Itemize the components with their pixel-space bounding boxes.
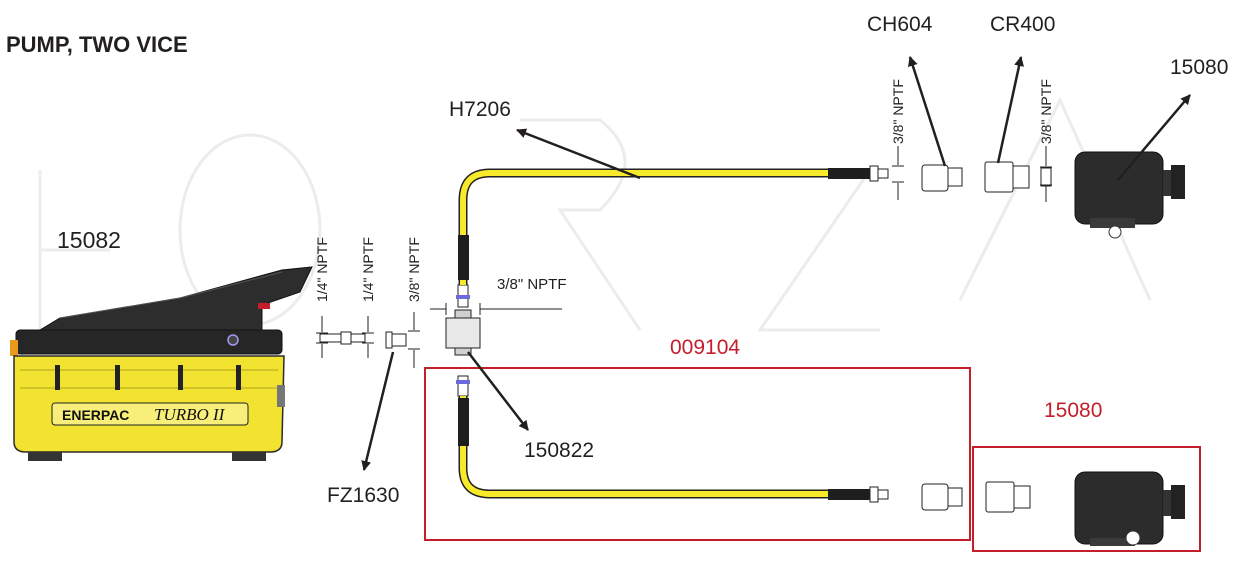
- label-fz1630: FZ1630: [327, 484, 400, 507]
- pump-model: TURBO II: [154, 405, 225, 424]
- label-pump: 15082: [57, 227, 121, 253]
- kit-box-009104: [424, 367, 971, 541]
- thread-label-three-eighths: 3/8" NPTF: [406, 237, 422, 302]
- coupler-cr400: [984, 161, 1052, 193]
- fitting-quarter-a: [319, 333, 343, 343]
- leader-arrows: [361, 56, 1191, 471]
- pump-brand: ENERPAC: [62, 407, 130, 423]
- fitting-quarter-b: [340, 331, 366, 345]
- label-ch604: CH604: [867, 13, 933, 36]
- diagram-title: PUMP, TWO VICE: [6, 32, 188, 57]
- label-tee: 150822: [524, 439, 595, 462]
- hose-h7206: [458, 165, 889, 285]
- kit-box-15080: [972, 446, 1201, 552]
- label-vice-top: 15080: [1170, 56, 1229, 79]
- thread-label-cr400: 3/8" NPTF: [1038, 79, 1054, 144]
- label-hose-h7206: H7206: [449, 98, 511, 121]
- thread-label-tee-port: 3/8" NPTF: [497, 276, 567, 293]
- pump-15082: [10, 266, 313, 461]
- thread-label-ch604: 3/8" NPTF: [890, 79, 906, 144]
- tee-150822: [445, 284, 481, 356]
- hose-kit-009104: [456, 375, 963, 511]
- fitting-fz1630: [385, 331, 407, 349]
- thread-label-quarter-b: 1/4" NPTF: [360, 237, 376, 302]
- vice-15080-bottom: [985, 471, 1185, 546]
- thread-label-quarter-a: 1/4" NPTF: [314, 237, 330, 302]
- label-kit-009104: 009104: [670, 336, 741, 359]
- vice-15080-top: [1074, 151, 1185, 239]
- label-cr400: CR400: [990, 13, 1056, 36]
- dimension-markers: [316, 146, 1052, 368]
- label-kit-15080: 15080: [1044, 399, 1103, 422]
- coupler-ch604: [921, 164, 963, 192]
